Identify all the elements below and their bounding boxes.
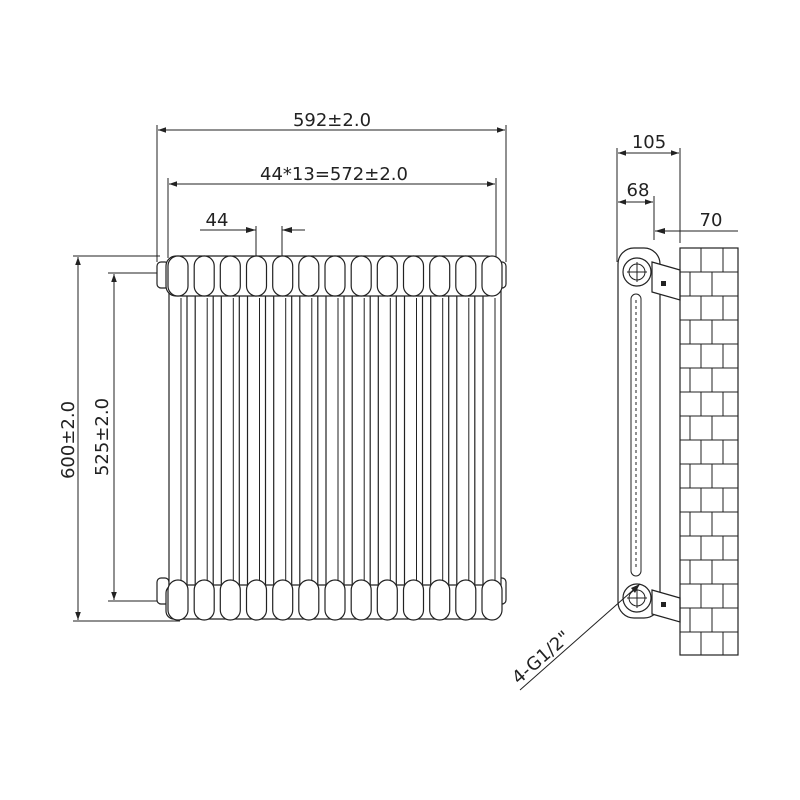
radiator-column bbox=[220, 261, 240, 617]
overall-width-dimension: 592±2.0 bbox=[156, 110, 507, 262]
brick-wall bbox=[679, 247, 739, 656]
column-bottom-cap bbox=[245, 579, 268, 621]
wall-brackets bbox=[651, 261, 681, 623]
column-top-cap bbox=[245, 255, 268, 297]
column-top-cap bbox=[455, 255, 477, 297]
radiator-front bbox=[156, 255, 507, 621]
column-bottom-cap bbox=[481, 579, 503, 621]
column-bottom-cap bbox=[455, 579, 477, 621]
column-top-cap bbox=[298, 255, 320, 297]
radiator-column bbox=[273, 261, 293, 617]
radiator-column bbox=[351, 261, 371, 617]
radiator-column bbox=[168, 261, 188, 617]
section-pitch-label: 44 bbox=[206, 210, 229, 231]
column-top-cap bbox=[429, 255, 451, 297]
radiator-column bbox=[194, 261, 214, 617]
radiator-column bbox=[246, 261, 267, 617]
column-top-cap bbox=[193, 255, 215, 297]
column-top-cap bbox=[167, 255, 189, 297]
section-spacing-dimension: 44*13=572±2.0 bbox=[167, 164, 497, 258]
column-bottom-cap bbox=[193, 579, 215, 621]
radiator-column bbox=[325, 261, 345, 617]
section-spacing-label: 44*13=572±2.0 bbox=[260, 164, 408, 185]
section-pitch-dimension: 44 bbox=[200, 210, 305, 256]
overall-width-label: 592±2.0 bbox=[293, 110, 371, 131]
radiator-column bbox=[403, 261, 424, 617]
column-depth-label: 68 bbox=[627, 180, 650, 201]
column-bottom-cap bbox=[272, 579, 294, 621]
column-bottom-cap bbox=[402, 579, 425, 621]
radiator-column bbox=[456, 261, 476, 617]
pipe-centres-label: 525±2.0 bbox=[92, 398, 113, 476]
column-top-cap bbox=[350, 255, 372, 297]
column-depth-dimension: 68 bbox=[618, 180, 655, 240]
column-bottom-cap bbox=[350, 579, 372, 621]
radiator-column bbox=[299, 261, 319, 617]
column-bottom-cap bbox=[298, 579, 320, 621]
column-bottom-cap bbox=[167, 579, 189, 621]
wall-gap-dimension: 70 bbox=[655, 210, 738, 234]
column-top-cap bbox=[272, 255, 294, 297]
column-top-cap bbox=[402, 255, 425, 297]
depth-label: 105 bbox=[632, 132, 666, 153]
wall-gap-label: 70 bbox=[700, 210, 723, 231]
column-bottom-cap bbox=[429, 579, 451, 621]
depth-dimension: 105 bbox=[616, 132, 681, 262]
connection-label: 4-G1/2" bbox=[508, 627, 574, 689]
column-bottom-cap bbox=[324, 579, 346, 621]
pipe-centres-dimension: 525±2.0 bbox=[92, 272, 160, 602]
side-view: 105 68 70 bbox=[508, 132, 739, 691]
column-top-cap bbox=[324, 255, 346, 297]
front-view: 592±2.0 44*13=572±2.0 44 600±2.0 bbox=[58, 110, 507, 622]
column-top-cap bbox=[219, 255, 241, 297]
radiator-column bbox=[377, 261, 397, 617]
column-top-cap bbox=[376, 255, 398, 297]
radiator-column bbox=[430, 261, 450, 617]
column-top-cap bbox=[481, 255, 503, 297]
column-bottom-cap bbox=[376, 579, 398, 621]
radiator-column bbox=[482, 261, 502, 617]
overall-height-label: 600±2.0 bbox=[58, 401, 79, 479]
overall-height-dimension: 600±2.0 bbox=[58, 255, 180, 622]
radiator-side-profile bbox=[617, 247, 661, 619]
column-bottom-cap bbox=[219, 579, 241, 621]
